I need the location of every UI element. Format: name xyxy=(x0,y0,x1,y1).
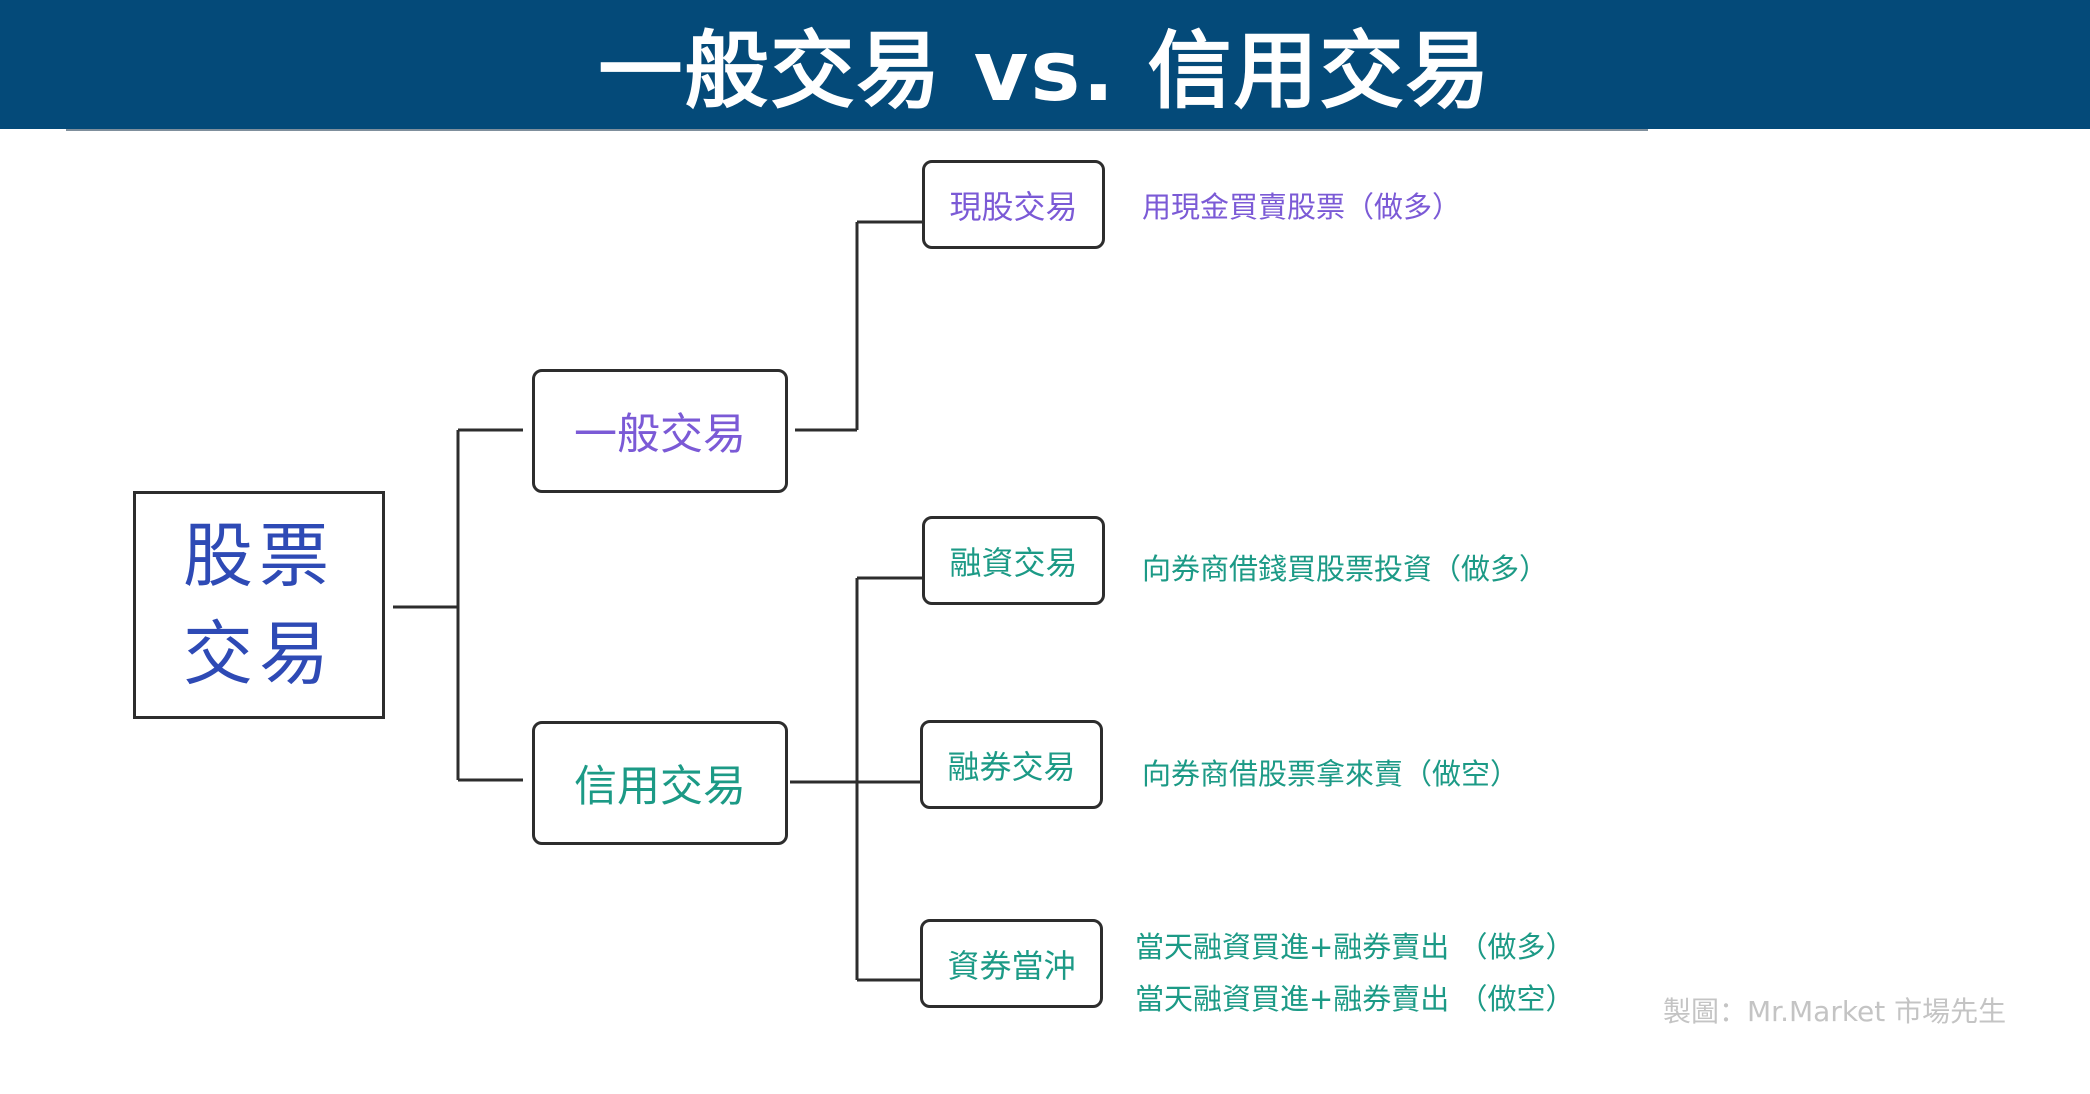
node-day-trade: 資券當沖 xyxy=(920,919,1103,1008)
node-spot-trading: 現股交易 xyxy=(922,160,1105,249)
root-label-line2: 交易 xyxy=(183,613,335,695)
node-margin-buy-label: 融資交易 xyxy=(949,543,1078,582)
root-node: 股票 交易 xyxy=(133,491,385,719)
node-margin-buy: 融資交易 xyxy=(922,516,1105,605)
node-credit-trading: 信用交易 xyxy=(532,721,788,845)
credit-note: 製圖：Mr.Market 市場先生 xyxy=(1663,995,2007,1028)
desc-short-sell: 向券商借股票拿來賣（做空） xyxy=(1142,757,1520,791)
root-label-line1: 股票 xyxy=(183,515,335,597)
desc-day-trade-long: 當天融資買進+融券賣出 （做多） xyxy=(1135,930,1575,964)
title-banner: 一般交易 vs. 信用交易 xyxy=(0,0,2090,129)
node-short-sell-label: 融券交易 xyxy=(947,747,1076,786)
node-general-trading-label: 一般交易 xyxy=(574,410,746,460)
node-day-trade-label: 資券當沖 xyxy=(947,946,1076,985)
node-credit-trading-label: 信用交易 xyxy=(574,762,746,812)
desc-day-trade-short: 當天融資買進+融券賣出 （做空） xyxy=(1135,982,1575,1016)
node-general-trading: 一般交易 xyxy=(532,369,788,493)
title-underline xyxy=(66,129,1648,131)
node-short-sell: 融券交易 xyxy=(920,720,1103,809)
desc-margin-buy: 向券商借錢買股票投資（做多） xyxy=(1142,552,1549,586)
desc-spot-trading: 用現金買賣股票（做多） xyxy=(1142,190,1462,224)
page-title: 一般交易 vs. 信用交易 xyxy=(598,22,1492,120)
node-spot-trading-label: 現股交易 xyxy=(949,187,1078,226)
